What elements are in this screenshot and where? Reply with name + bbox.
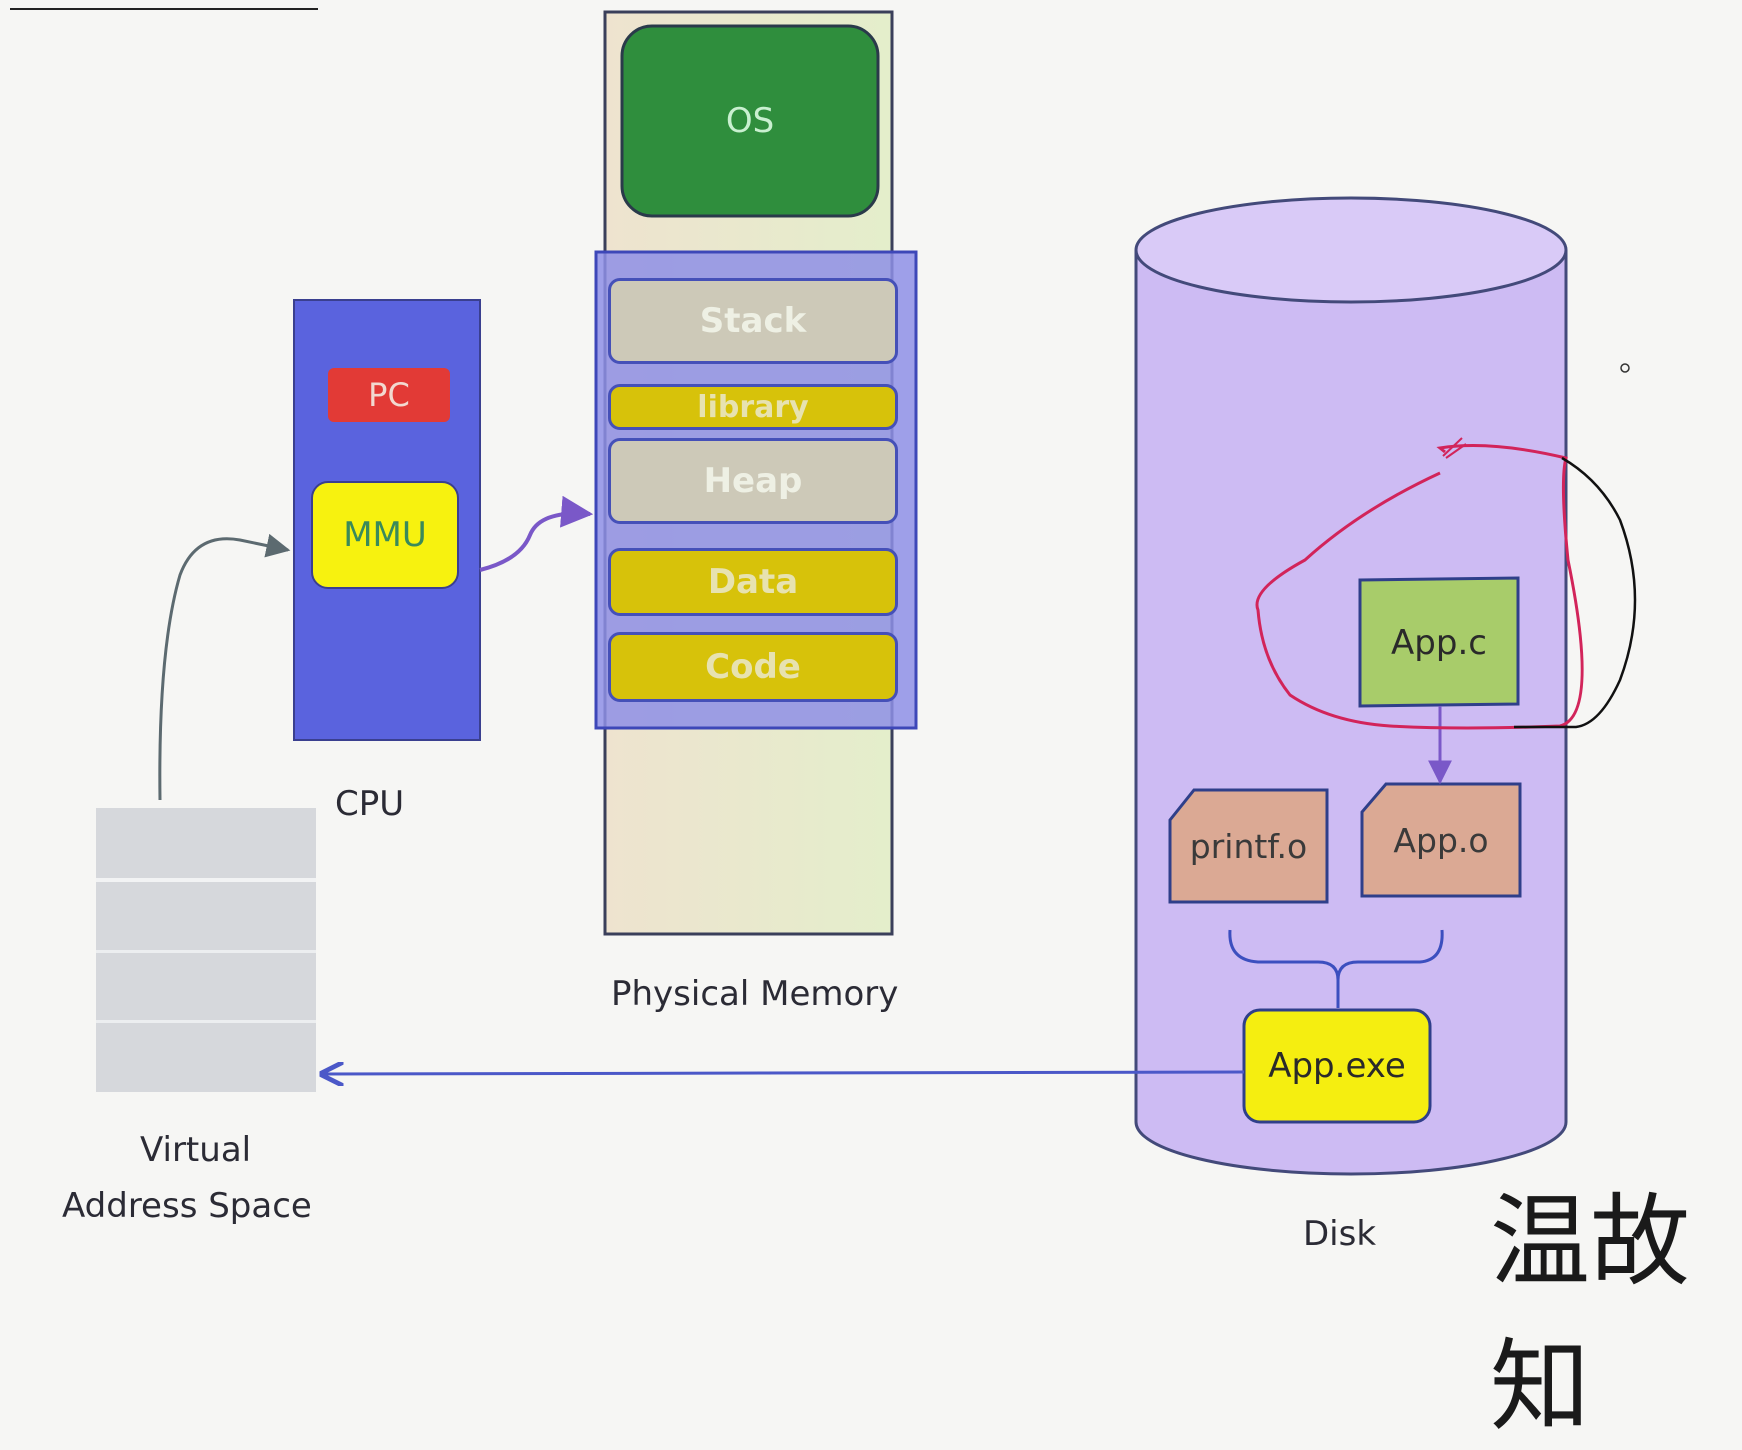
os-block bbox=[620, 24, 880, 218]
file-printf-o bbox=[1168, 788, 1329, 904]
mmu-label-box: MMU bbox=[312, 482, 458, 588]
arrow-load-to-virtual bbox=[322, 1072, 1245, 1074]
os-label: OS bbox=[725, 101, 775, 141]
watermark-text: 温故知 bbox=[1490, 1183, 1690, 1445]
disk-cylinder-top bbox=[1134, 196, 1568, 304]
annotation-red-tick bbox=[1442, 437, 1467, 459]
pc-label: PC bbox=[368, 376, 410, 414]
memory-segment: Heap bbox=[608, 438, 898, 524]
pc-register bbox=[328, 368, 450, 422]
annotation-black-loop bbox=[1514, 456, 1637, 729]
cpu-label: CPU bbox=[335, 784, 405, 824]
memory-segment-label: library bbox=[697, 389, 809, 425]
virtual-slot bbox=[96, 950, 316, 953]
file-app-o bbox=[1360, 782, 1522, 898]
mmu-label: MMU bbox=[343, 515, 427, 555]
arrow-virtual-to-mmu bbox=[158, 533, 291, 801]
printf-o-label-box: printf.o bbox=[1170, 790, 1327, 902]
app-exe-label-box: App.exe bbox=[1244, 1010, 1430, 1122]
app-c-label-box: App.c bbox=[1360, 580, 1518, 706]
disk-cylinder-body bbox=[1134, 250, 1568, 1176]
virtual-label-line1: Virtual bbox=[140, 1130, 252, 1170]
os-label-box: OS bbox=[622, 26, 878, 216]
file-app-c bbox=[1358, 576, 1520, 708]
memory-segment: Stack bbox=[608, 278, 898, 364]
memory-segment-label: Data bbox=[707, 562, 799, 602]
memory-segment: Data bbox=[608, 548, 898, 616]
memory-segment-label: Stack bbox=[699, 301, 807, 341]
annotation-dot bbox=[1620, 363, 1630, 373]
app-o-label: App.o bbox=[1393, 820, 1489, 860]
annotation-red-loop bbox=[1255, 444, 1584, 730]
virtual-address-space-block bbox=[96, 808, 316, 1092]
app-o-label-box: App.o bbox=[1362, 784, 1520, 896]
memory-segment-label: Heap bbox=[703, 461, 803, 501]
app-c-label: App.c bbox=[1391, 623, 1487, 663]
virtual-label-line2: Address Space bbox=[62, 1186, 312, 1226]
virtual-slot bbox=[96, 1020, 316, 1023]
app-exe-label: App.exe bbox=[1268, 1046, 1406, 1086]
disk-label: Disk bbox=[1303, 1214, 1377, 1254]
pc-label-box: PC bbox=[328, 368, 450, 422]
mmu-unit bbox=[311, 481, 459, 589]
memory-segment: library bbox=[608, 384, 898, 430]
file-app-exe bbox=[1242, 1008, 1432, 1124]
printf-o-label: printf.o bbox=[1189, 826, 1308, 866]
arrow-mmu-to-memory bbox=[479, 495, 594, 572]
physical-memory-label: Physical Memory bbox=[611, 974, 899, 1014]
memory-segment: Code bbox=[608, 632, 898, 702]
memory-segment-label: Code bbox=[705, 647, 801, 687]
virtual-slot bbox=[96, 878, 316, 882]
